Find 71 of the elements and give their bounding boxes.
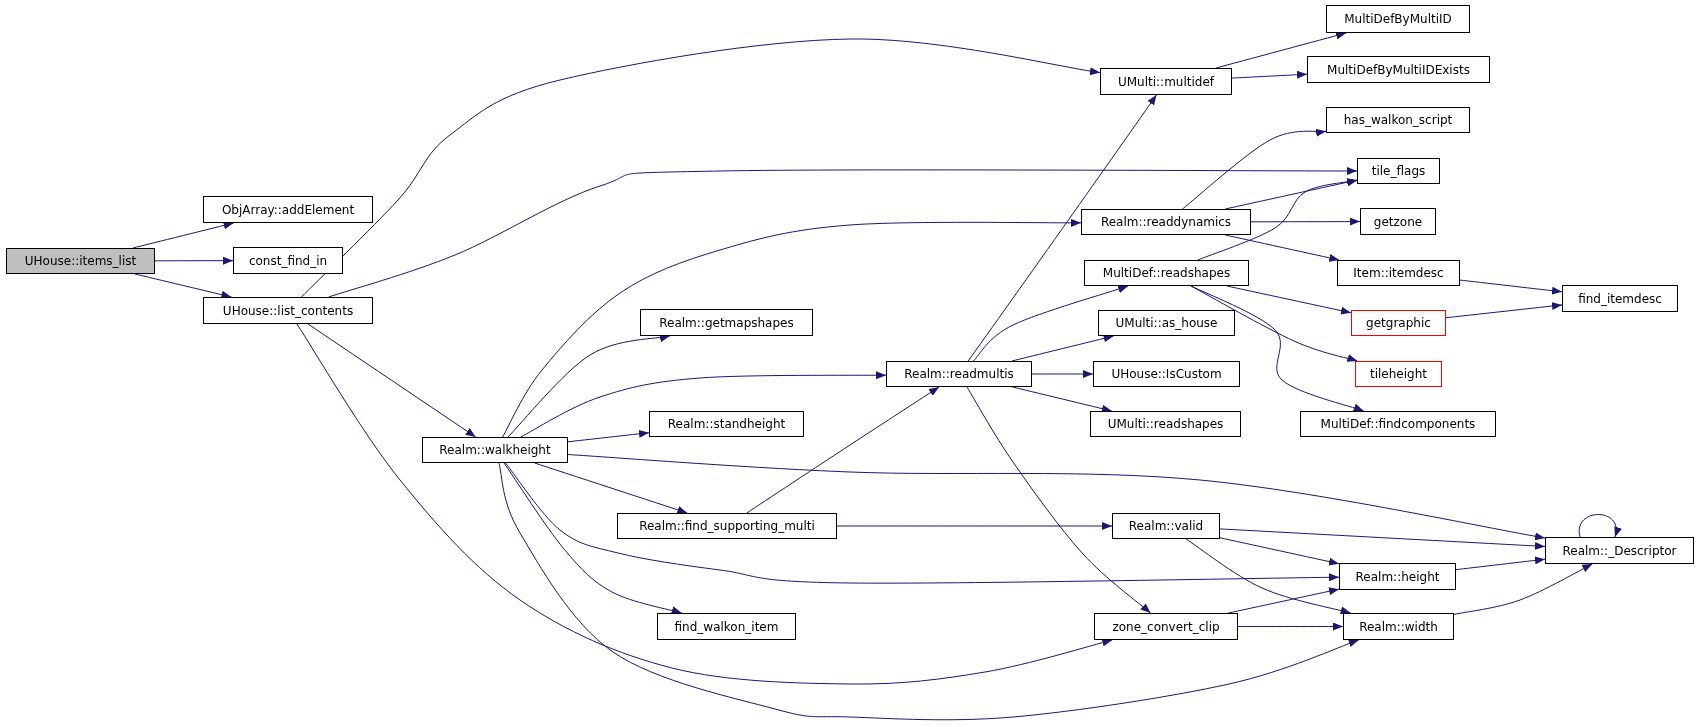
arrow [567,429,650,443]
arrow [1250,217,1361,226]
arrow [967,94,1157,362]
function-box: Realm::getmapshapes [640,309,813,336]
function-box: UMulti::readshapes [1090,411,1241,437]
function-box: Item::itemdesc [1337,260,1460,286]
arrow [1185,538,1352,615]
function-box: Realm::valid [1112,513,1220,539]
function-box: Realm::find_supporting_multi [617,513,837,539]
arrow [498,462,1360,721]
arrow [567,454,1546,541]
arrow [1219,528,1546,550]
arrow [966,386,1152,614]
arrow [1231,70,1308,79]
arrow [836,522,1113,530]
function-box: getgraphic [1351,310,1446,336]
arrow [1453,563,1593,615]
arrow [972,285,1129,362]
function-box: ObjArray::addElement [203,196,373,223]
arrow [1031,370,1094,378]
function-box: Realm::width [1343,613,1454,640]
arrow [296,323,1113,685]
function-box: MultiDefByMultiID [1326,5,1470,33]
arrow [1459,279,1563,295]
function-box: Realm::readmultis [886,361,1032,387]
arrow [1445,302,1563,319]
arrow [154,256,234,265]
function-box: UHouse::items_list [6,248,155,274]
arrow [1228,587,1340,614]
arrow [1215,31,1347,69]
function-box: MultiDefByMultiIDExists [1307,56,1490,83]
function-box: MultiDef::findcomponents [1300,411,1496,437]
arrow [1197,178,1358,261]
arrow [1190,285,1365,412]
arrow [520,371,887,438]
arrow [1455,556,1546,571]
arrow [534,462,688,514]
arrow [328,167,1358,298]
function-box: UMulti::as_house [1098,310,1235,336]
arrow [1012,386,1113,413]
function-box: has_walkon_script [1326,107,1470,133]
function-box: Realm::readdynamics [1081,209,1251,235]
function-box: tile_flags [1357,158,1440,184]
arrow [1182,128,1327,210]
arrow [307,323,477,438]
function-box: Realm::_Descriptor [1545,537,1694,564]
function-box: Realm::height [1339,563,1456,590]
function-box: zone_convert_clip [1094,613,1238,640]
function-box: UMulti::multidef [1100,68,1232,95]
arrow [502,218,1082,438]
arrow [134,273,232,299]
arrow [1226,285,1352,315]
arrow [746,386,940,514]
function-box: Realm::standheight [649,411,804,437]
arrow [1237,622,1344,631]
function-box: find_walkon_item [657,613,796,640]
function-box: UHouse::list_contents [203,297,373,324]
function-box: UHouse::IsCustom [1093,361,1240,387]
function-box: tileheight [1355,361,1442,387]
function-box: find_itemdesc [1562,285,1678,312]
arrow [300,38,1101,298]
function-box: MultiDef::readshapes [1084,260,1249,286]
arrow [505,462,1340,584]
arrow [1219,537,1340,566]
function-box: Realm::walkheight [422,437,568,463]
function-box: const_find_in [233,247,343,274]
arrow [1011,334,1115,362]
arrow [132,221,235,249]
arrow [503,462,683,615]
loop-arrow [1578,514,1621,538]
function-box: getzone [1360,208,1436,235]
